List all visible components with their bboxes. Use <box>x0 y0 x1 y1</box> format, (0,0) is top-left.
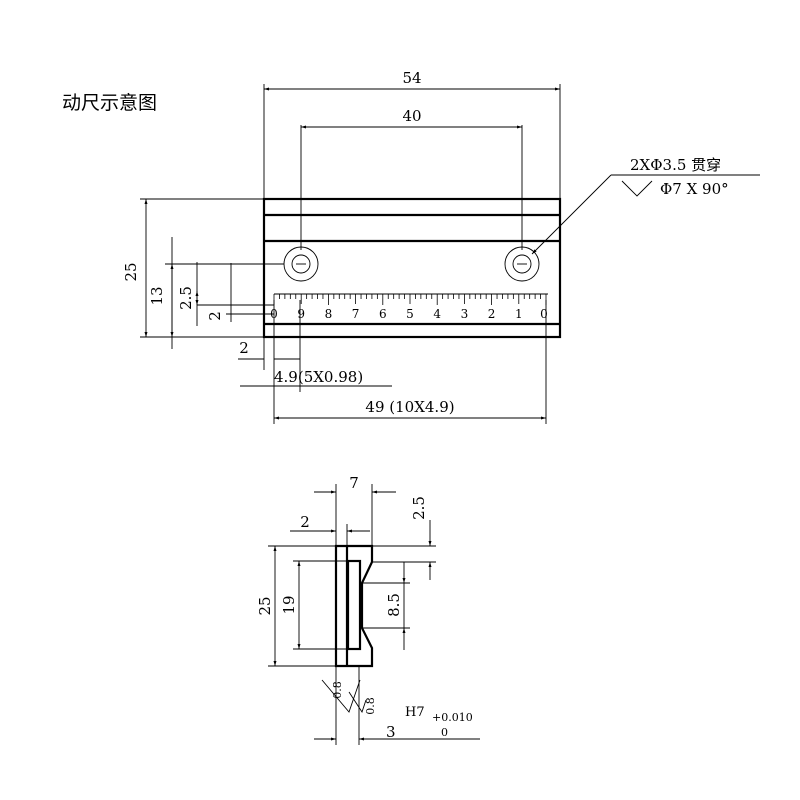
drawing-title: 动尺示意图 <box>62 92 158 114</box>
dim-2-vertical-label: 2 <box>206 311 224 321</box>
dim-side-total-height: 25 <box>256 545 336 667</box>
dim-scale-height: 2.5 <box>177 262 274 326</box>
scale-ticks <box>273 294 547 305</box>
dim-40-label: 40 <box>402 107 421 125</box>
dim-side-25-label: 25 <box>256 596 274 615</box>
tolerance-lower: 0 <box>441 726 448 739</box>
scale-number: 8 <box>325 307 333 321</box>
dim-7-label: 7 <box>349 474 359 492</box>
dim-54-label: 54 <box>402 69 421 87</box>
scale-number: 4 <box>433 307 441 321</box>
dim-13-label: 13 <box>148 286 166 305</box>
dim-left-offset: 2 <box>238 300 300 424</box>
dim-side-8-5-label: 8.5 <box>385 593 403 617</box>
fit-class: H7 <box>405 705 425 720</box>
roughness-left-label: 0.8 <box>331 681 344 699</box>
dim-division: 4.9(5X0.98) <box>240 300 392 392</box>
side-recess <box>346 559 362 651</box>
dim-side-groove: 8.5 <box>362 562 410 650</box>
dim-overall-width: 54 <box>263 69 561 199</box>
dim-side-3-label: 3 <box>386 723 396 741</box>
dim-side-lip: 2 <box>290 513 370 546</box>
dim-side-19-label: 19 <box>280 595 298 614</box>
dim-side-bottom: 3 <box>314 723 480 741</box>
scale-number: 3 <box>461 307 469 321</box>
scale-number: 6 <box>379 307 387 321</box>
dim-2-5-label: 2.5 <box>177 286 195 310</box>
dim-hole-height: 13 <box>148 237 284 349</box>
side-view: 7 2 2.5 25 <box>256 474 480 745</box>
roughness-symbol-right <box>348 691 367 714</box>
scale-number: 1 <box>515 307 523 321</box>
dim-division-label: 4.9(5X0.98) <box>274 368 363 386</box>
dim-hole-spacing: 40 <box>301 107 522 129</box>
dim-scale-length: 49 (10X4.9) <box>274 300 547 424</box>
roughness-right-label: 0.8 <box>364 697 377 715</box>
dim-edge-offset: 2 <box>206 263 274 322</box>
scale-number: 7 <box>352 307 360 321</box>
dim-scale-length-label: 49 (10X4.9) <box>365 398 454 416</box>
dim-height: 25 <box>122 198 264 338</box>
tolerance-upper: +0.010 <box>432 711 473 724</box>
hole-callout: 2XΦ3.5 贯穿 Φ7 X 90° <box>531 156 760 255</box>
scale-number: 9 <box>297 307 305 321</box>
tolerance-annotation: H7 +0.010 0 <box>405 705 473 739</box>
scale-number: 0 <box>540 307 548 321</box>
dim-side-2-5-label: 2.5 <box>410 496 428 520</box>
scale-number: 5 <box>406 307 414 321</box>
roughness-symbol-left <box>321 679 361 713</box>
dim-2-horizontal-label: 2 <box>239 339 249 357</box>
countersink-symbol <box>621 180 653 197</box>
part-outline <box>262 197 562 339</box>
scale-number: 2 <box>488 307 496 321</box>
centerlines <box>296 125 527 265</box>
callout-line1: 2XΦ3.5 贯穿 <box>630 156 721 174</box>
callout-line2: Φ7 X 90° <box>660 180 729 198</box>
dim-side-2-label: 2 <box>300 513 310 531</box>
dim-side-width: 7 <box>314 474 396 546</box>
dim-side-inner-height: 19 <box>280 560 348 650</box>
dim-25-label: 25 <box>122 262 140 281</box>
